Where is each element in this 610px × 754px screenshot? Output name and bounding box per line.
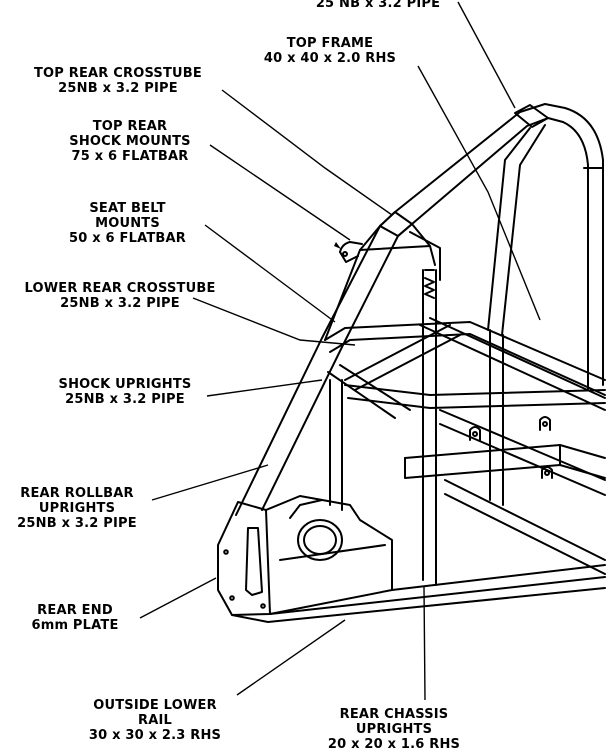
seat-tray (404, 416, 606, 479)
label-lower-rear-crosstube: LOWER REAR CROSSTUBE 25NB x 3.2 PIPE (24, 281, 216, 311)
label-top-frame: TOP FRAME 40 x 40 x 2.0 RHS (263, 36, 397, 66)
lower-frame (324, 317, 606, 575)
leader-lines (139, 1, 541, 701)
label-rear-rollbar-uprights: REAR ROLLBAR UPRIGHTS 25NB x 3.2 PIPE (17, 486, 137, 531)
top-frame-tubes (324, 124, 546, 341)
label-top-pipe: 25 NB x 3.2 PIPE (315, 0, 441, 11)
label-rear-chassis-uprights: REAR CHASSIS UPRIGHTS 20 x 20 x 1.6 RHS (327, 707, 461, 752)
label-top-rear-crosstube: TOP REAR CROSSTUBE 25NB x 3.2 PIPE (33, 66, 203, 96)
shock-uprights (422, 269, 437, 586)
seat-belt-mount (339, 241, 363, 263)
label-rear-end: REAR END 6mm PLATE (31, 603, 119, 633)
label-seat-belt-mounts: SEAT BELT MOUNTS 50 x 6 FLATBAR (69, 201, 186, 246)
label-shock-uprights: SHOCK UPRIGHTS 25NB x 3.2 PIPE (58, 377, 192, 407)
rollbar-hoop (235, 103, 604, 516)
label-top-rear-shock-mounts: TOP REAR SHOCK MOUNTS 75 x 6 FLATBAR (69, 119, 191, 164)
rear-end-plate (217, 495, 393, 616)
outside-lower-rail (231, 564, 606, 623)
label-outside-lower-rail: OUTSIDE LOWER RAIL 30 x 30 x 2.3 RHS (88, 698, 222, 743)
leader-arrows (334, 242, 341, 249)
